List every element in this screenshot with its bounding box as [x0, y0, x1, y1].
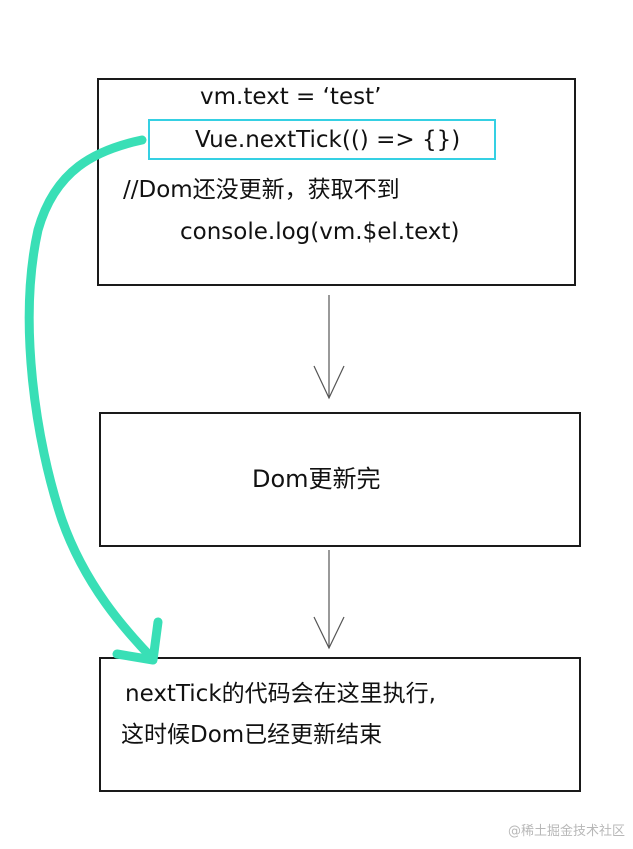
- nexttick-execution-line-2: 这时候Dom已经更新结束: [121, 722, 383, 748]
- assign-statement: vm.text = ‘test’: [200, 84, 382, 110]
- flow-arrow-middle-to-bottom: [313, 550, 345, 650]
- console-log-statement: console.log(vm.$el.text): [180, 219, 460, 245]
- nexttick-execution-box: [99, 657, 581, 792]
- watermark: @稀土掘金技术社区: [507, 824, 625, 839]
- dom-updated-box: [99, 412, 581, 547]
- flow-arrow-top-to-middle: [313, 295, 345, 400]
- top-code-box: [97, 78, 576, 286]
- nexttick-execution-line-1: nextTick的代码会在这里执行,: [125, 681, 436, 707]
- nexttick-statement: Vue.nextTick(() => {}): [195, 127, 461, 153]
- dom-not-updated-comment: //Dom还没更新，获取不到: [123, 177, 400, 203]
- dom-updated-label: Dom更新完: [252, 465, 381, 493]
